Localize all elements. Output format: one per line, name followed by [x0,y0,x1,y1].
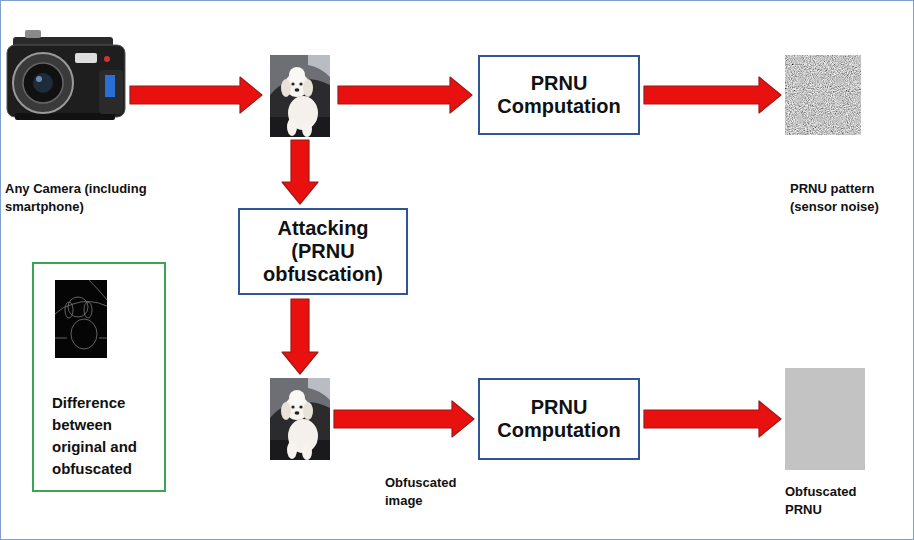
flow-arrow [644,401,781,437]
note-box: Difference between original and obfuscat… [32,262,166,492]
note-text: Difference between original and obfuscat… [52,392,152,480]
box-text: PRNU Computation [492,396,626,442]
gray-image-node: Obfuscated PRNU [785,368,865,470]
camera-node: Any Camera (including smartphone) [5,15,127,135]
camera-illustration [7,30,125,120]
flow-arrow [282,140,318,204]
process-box: PRNU Computation [478,55,640,135]
flow-arrow [282,299,318,374]
process-box: PRNU Computation [478,378,640,460]
difference-image [55,280,107,358]
camera-label: Any Camera (including smartphone) [5,180,175,216]
image-node: Obfuscated image [270,378,330,460]
flow-arrow [644,77,781,113]
flow-arrow [338,77,472,113]
box-text: Attacking (PRNU obfuscation) [252,217,394,286]
flow-arrow [334,401,474,437]
box-text: PRNU Computation [492,72,626,118]
original-image [270,55,330,137]
obfuscated-prnu-image [785,368,865,470]
noise-image-node: PRNU pattern (sensor noise) [785,55,861,135]
image-label: Obfuscated image [385,474,469,510]
obfuscated-image [270,378,330,460]
image-label: PRNU pattern (sensor noise) [790,180,902,216]
image-label: Obfuscated PRNU [785,483,885,519]
process-box: Attacking (PRNU obfuscation) [238,208,408,295]
flow-arrow [130,77,262,113]
prnu-noise-image [785,55,861,135]
